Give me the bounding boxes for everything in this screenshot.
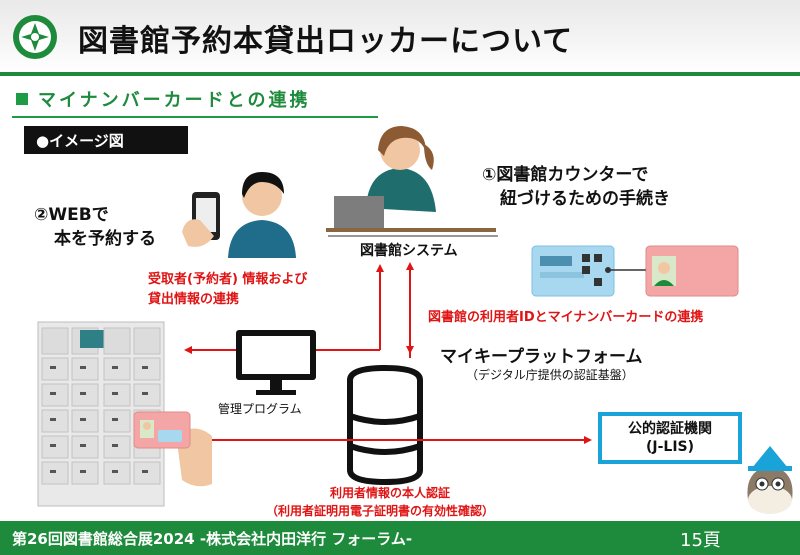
- user-auth-line1: 利用者情報の本人認証: [330, 486, 451, 500]
- monitor-icon: [236, 330, 316, 395]
- header-divider: [0, 72, 800, 76]
- librarian-icon: [326, 126, 496, 232]
- section-heading: マイナンバーカードとの連携: [16, 86, 310, 112]
- myki-platform-label: マイキープラットフォーム: [440, 347, 643, 367]
- city-emblem-icon: [12, 14, 58, 60]
- mynumber-card-icon: [645, 245, 739, 297]
- receiver-info-line1: 受取者(予約者) 情報および: [148, 272, 308, 287]
- myki-platform-sub-label: （デジタル庁提供の認証基盤）: [466, 368, 634, 382]
- section-title: マイナンバーカードとの連携: [38, 90, 311, 111]
- library-card-icon: [531, 245, 615, 297]
- step2-label-line2: 本を予約する: [54, 229, 156, 249]
- auth-org-line2: (J-LIS): [645, 439, 695, 455]
- step1-label-line1: ①図書館カウンターで: [482, 165, 649, 185]
- library-system-label: 図書館システム: [360, 243, 458, 259]
- section-underline: [12, 116, 378, 118]
- database-icon: [347, 364, 423, 486]
- auth-org-line1: 公的認証機関: [628, 421, 712, 437]
- user-with-phone-icon: [182, 172, 296, 258]
- page-number: 15頁: [680, 530, 721, 551]
- step2-label-line1: ②WEBで: [34, 205, 109, 225]
- page-title: 図書館予約本貸出ロッカーについて: [78, 24, 574, 59]
- image-label-badge: ●イメージ図: [24, 126, 188, 154]
- header-background: [0, 0, 800, 72]
- hand-with-card-icon: [133, 411, 212, 487]
- footer-bar: [0, 521, 800, 555]
- step1-label-line2: 紐づけるための手続き: [500, 189, 670, 209]
- receiver-info-line2: 貸出情報の連携: [148, 292, 240, 307]
- id-link-label: 図書館の利用者IDとマイナンバーカードの連携: [428, 310, 704, 325]
- footer-text: 第26回図書館総合展2024 -株式会社内田洋行 フォーラム-: [12, 530, 413, 548]
- section-square-icon: [16, 93, 28, 105]
- user-auth-line2: （利用者証明用電子証明書の有効性確認）: [266, 504, 495, 518]
- management-program-label: 管理プログラム: [218, 402, 302, 416]
- diagram-canvas: [37, 126, 793, 514]
- owl-mascot-icon: [747, 446, 793, 514]
- jlis-box: 公的認証機関 (J-LIS): [598, 412, 742, 464]
